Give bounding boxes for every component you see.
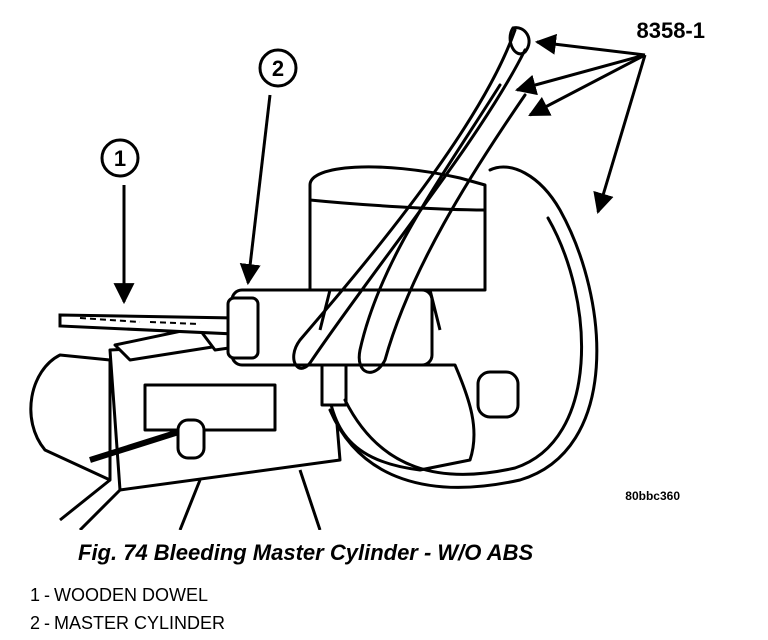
legend-item: 2-MASTER CYLINDER	[30, 610, 225, 638]
master-cylinder-illustration: 1 2 8358-1 80bbc360	[29, 18, 705, 530]
legend-label: MASTER CYLINDER	[54, 613, 226, 633]
callout-2-label: 2	[272, 56, 284, 81]
callout-1: 1	[100, 138, 140, 178]
callout-1-label: 1	[114, 146, 126, 171]
image-code: 80bbc360	[625, 489, 680, 503]
callout-leaders	[113, 33, 647, 305]
figure-caption: Fig. 74 Bleeding Master Cylinder - W/O A…	[78, 540, 534, 565]
legend-separator: -	[44, 613, 51, 633]
legend-item: 1-WOODEN DOWEL	[30, 582, 225, 610]
master-cylinder-body	[226, 165, 520, 472]
legend-number: 1	[30, 585, 41, 605]
tool-callout-label: 8358-1	[636, 18, 705, 43]
legend-label: WOODEN DOWEL	[54, 585, 209, 605]
legend-list: 1-WOODEN DOWEL 2-MASTER CYLINDER	[30, 582, 225, 638]
legend-number: 2	[30, 613, 41, 633]
bleeder-tubes	[292, 26, 599, 489]
callout-2: 2	[258, 48, 298, 88]
wooden-dowel	[58, 313, 237, 336]
legend-separator: -	[44, 585, 51, 605]
